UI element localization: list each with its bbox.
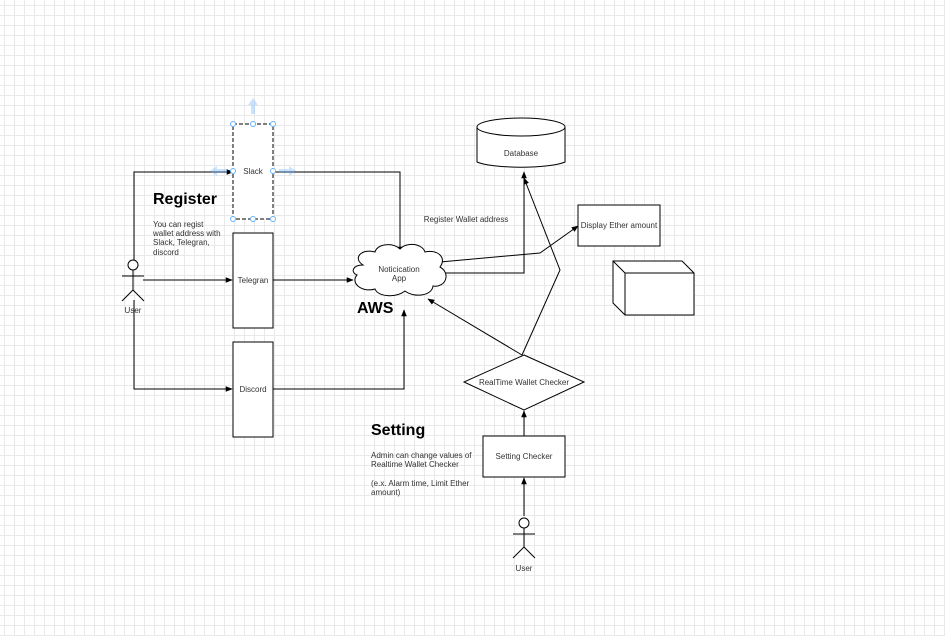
edge-app-display[interactable] [439,225,579,263]
edges [133,169,579,516]
setting-checker-node[interactable]: Setting Checker [482,435,566,478]
edge-slack-app[interactable] [273,171,403,254]
connection-arrow-icons[interactable] [210,98,296,176]
setting-desc-line: Admin can change values of [371,451,472,460]
user-bottom-label: User [516,564,533,573]
edge-checker-app[interactable] [427,298,523,356]
user-left-label: User [125,306,142,315]
setting-description: Admin can change values of Realtime Wall… [371,451,472,497]
register-title: Register [153,191,217,208]
setting-desc-line: Realtime Wallet Checker [371,460,459,469]
discord-label: Discord [239,385,266,394]
display-ether-label: Display Ether amount [581,221,658,230]
register-desc-line: Slack, Telegran, [153,238,210,247]
setting-desc-line: amount) [371,488,401,497]
notification-app-label-2: App [392,274,407,283]
edge-app-database[interactable] [440,171,527,274]
register-desc-line: wallet address with [152,229,221,238]
notification-app-label-1: Noticication [378,265,419,274]
realtime-checker-node[interactable]: RealTime Wallet Checker [462,354,586,411]
slack-label: Slack [243,167,264,176]
register-wallet-edge-label: Register Wallet address [424,215,509,224]
database-label: Database [504,149,539,158]
setting-desc-line: (e.x. Alarm time, Limit Ether [371,479,470,488]
edge-user-slack[interactable] [133,169,234,262]
aws-label: AWS [357,300,394,317]
cube-shape[interactable] [612,260,695,316]
edge-user-discord[interactable] [133,300,233,392]
display-ether-node[interactable]: Display Ether amount [577,204,661,247]
register-desc-line: discord [153,248,179,257]
setting-checker-label: Setting Checker [496,452,553,461]
user-left-actor[interactable] [121,259,145,302]
setting-title: Setting [371,422,425,439]
user-bottom-actor[interactable] [512,517,536,559]
register-description: You can regist wallet address with Slack… [152,220,221,257]
notification-app-cloud[interactable]: Noticication App [352,244,447,297]
telegram-label: Telegran [238,276,269,285]
realtime-checker-label: RealTime Wallet Checker [479,378,569,387]
database-node[interactable]: Database [476,117,566,168]
selection-handles[interactable] [230,121,276,222]
register-desc-line: You can regist [153,220,204,229]
edge-checker-database[interactable] [521,177,561,356]
edge-discord-app[interactable] [273,309,407,390]
discord-node[interactable]: Discord [232,341,274,438]
slack-node[interactable]: Slack [232,123,274,220]
telegram-node[interactable]: Telegran [232,232,274,329]
